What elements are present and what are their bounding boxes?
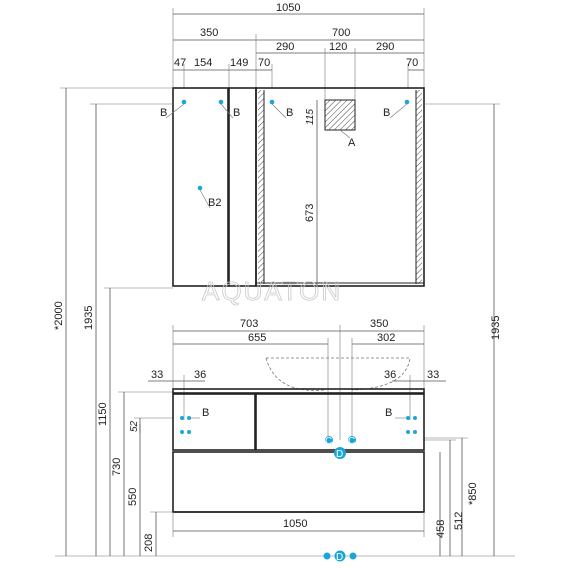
dim-h-52: 52 [129,420,140,432]
dim-top-total: 1050 [276,2,300,14]
dim-h-208: 208 [143,534,155,552]
dim-bot-350: 350 [370,318,388,330]
mount-point-b5d [187,430,191,434]
left-height-dims: *2000 1935 1150 730 550 52 208 [53,87,515,557]
mount-point-b4 [404,99,410,105]
dim-h-673: 673 [304,204,316,222]
dim-bot-302: 302 [377,332,395,344]
mount-point-b5b [187,416,191,420]
label-b5: B [202,407,209,419]
dim-h-1935-left: 1935 [83,306,95,330]
label-d2: D [336,552,343,563]
dim-top-seg2: 120 [329,41,347,53]
label-b1: B [160,107,167,119]
dim-top-70b: 70 [406,57,418,69]
mount-point-b6c [406,430,410,434]
dim-h-850: *850 [467,482,479,505]
connection-c-left [325,436,333,444]
base-cabinet: 703 350 655 302 33 36 36 33 [148,318,446,563]
label-b6: B [385,407,392,419]
mirror-frame [255,87,425,287]
mount-point-b5a [180,416,184,420]
label-c2: C [348,436,355,447]
upper-cabinet: 1050 350 700 290 120 290 47 154 149 70 7… [160,2,425,287]
dim-h-1935-right: 1935 [490,316,502,340]
dim-bot-655: 655 [248,332,266,344]
mount-point-b6a [406,416,410,420]
dim-bot-36b: 36 [384,369,396,381]
dim-bot-33b: 33 [427,369,439,381]
basin-outline [265,357,325,391]
watermark: AQUATON [202,276,342,306]
label-b4: B [383,107,390,119]
dim-top-right: 700 [332,27,350,39]
label-b2-mark: B2 [208,197,221,209]
label-a: A [348,137,356,149]
dim-top-seg3: 290 [376,41,394,53]
dim-h-550: 550 [127,488,139,506]
mount-point-b3 [269,99,275,105]
label-d1: D [336,449,343,460]
floor-connection-d [334,550,346,562]
dim-h-730: 730 [111,458,123,476]
mount-point-b6b [413,416,417,420]
left-cabinet-door [172,87,229,287]
dim-top-149: 149 [230,57,248,69]
connection-d [334,447,346,459]
connection-c-right [348,436,356,444]
dim-top-70a: 70 [258,57,270,69]
dim-top-47: 47 [174,57,186,69]
right-height-dims: 1935 *850 512 458 [424,103,502,556]
countertop [172,388,425,394]
mirror-right-hatch [416,90,422,284]
dim-top-left: 350 [200,27,218,39]
lower-drawer [172,451,425,513]
mount-point-b2 [218,99,224,105]
label-b3: B [286,107,293,119]
dim-bot-33a: 33 [151,369,163,381]
mount-point-b6d [413,430,417,434]
floor-connection-c-right [349,552,357,560]
mount-point-b1 [181,99,187,105]
label-b2: B [233,107,240,119]
dim-h-458: 458 [435,520,447,538]
label-c1: C [325,436,332,447]
dim-bot-36a: 36 [194,369,206,381]
floor-connection-c-left [323,552,331,560]
mount-point-b5c [180,430,184,434]
dim-top-seg1: 290 [276,41,294,53]
dim-top-154: 154 [194,57,212,69]
lamp-a [324,99,356,131]
dim-h-512: 512 [453,512,465,530]
dim-h-2000: *2000 [53,301,65,330]
dim-h-1150: 1150 [97,402,109,426]
dim-h-115: 115 [305,109,316,125]
mirror-left-hatch [258,90,264,284]
mount-point-b2-center [197,185,203,191]
dim-bot-703: 703 [240,318,258,330]
dim-bot-1050: 1050 [283,518,307,530]
left-drawer [172,393,256,451]
